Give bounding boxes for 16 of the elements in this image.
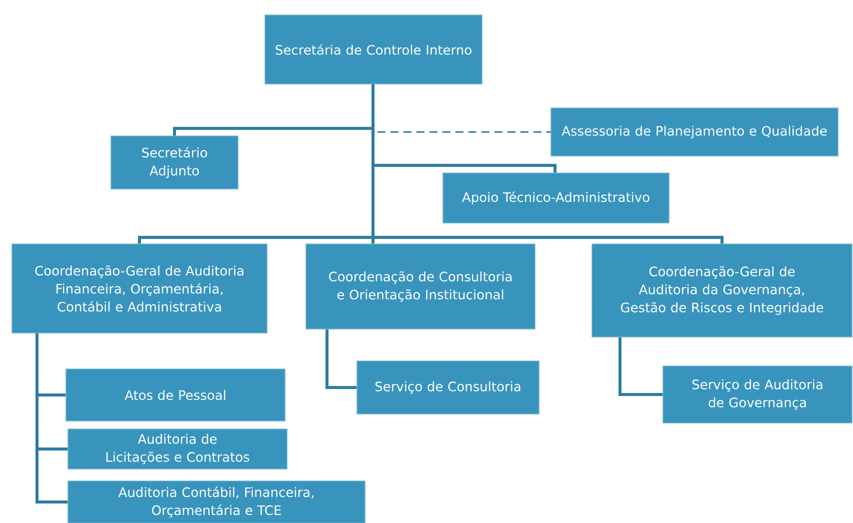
connector-line	[36, 333, 68, 504]
org-box: Serviço de Auditoria de Governança	[662, 366, 852, 424]
org-box: Secretário Adjunto	[110, 136, 238, 190]
connector-line	[326, 329, 357, 389]
org-box: Assessoria de Planejamento e Qualidade	[550, 108, 838, 156]
org-box: Secretária de Controle Interno	[264, 14, 482, 84]
org-box: Coordenação-Geral de Auditoria Financeira, Orçamentária, Contábil e Administrativa	[12, 244, 268, 334]
org-box: Coordenação-Geral de Auditoria da Governança, Gestão de Riscos e Integridade	[592, 244, 852, 338]
org-box: Atos de Pessoal	[66, 368, 286, 422]
connector-line	[618, 337, 663, 396]
connector-line	[372, 84, 724, 244]
org-box: Apoio Técnico-Administrativo	[442, 172, 670, 224]
org-box: Coordenação de Consultoria e Orientação Institucional	[306, 244, 536, 330]
org-box: Serviço de Consultoria	[356, 360, 540, 414]
org-box: Auditoria de Licitações e Contratos	[68, 428, 288, 470]
org-box: Auditoria Contábil, Financeira, Orçamentária e TCE	[68, 480, 366, 523]
